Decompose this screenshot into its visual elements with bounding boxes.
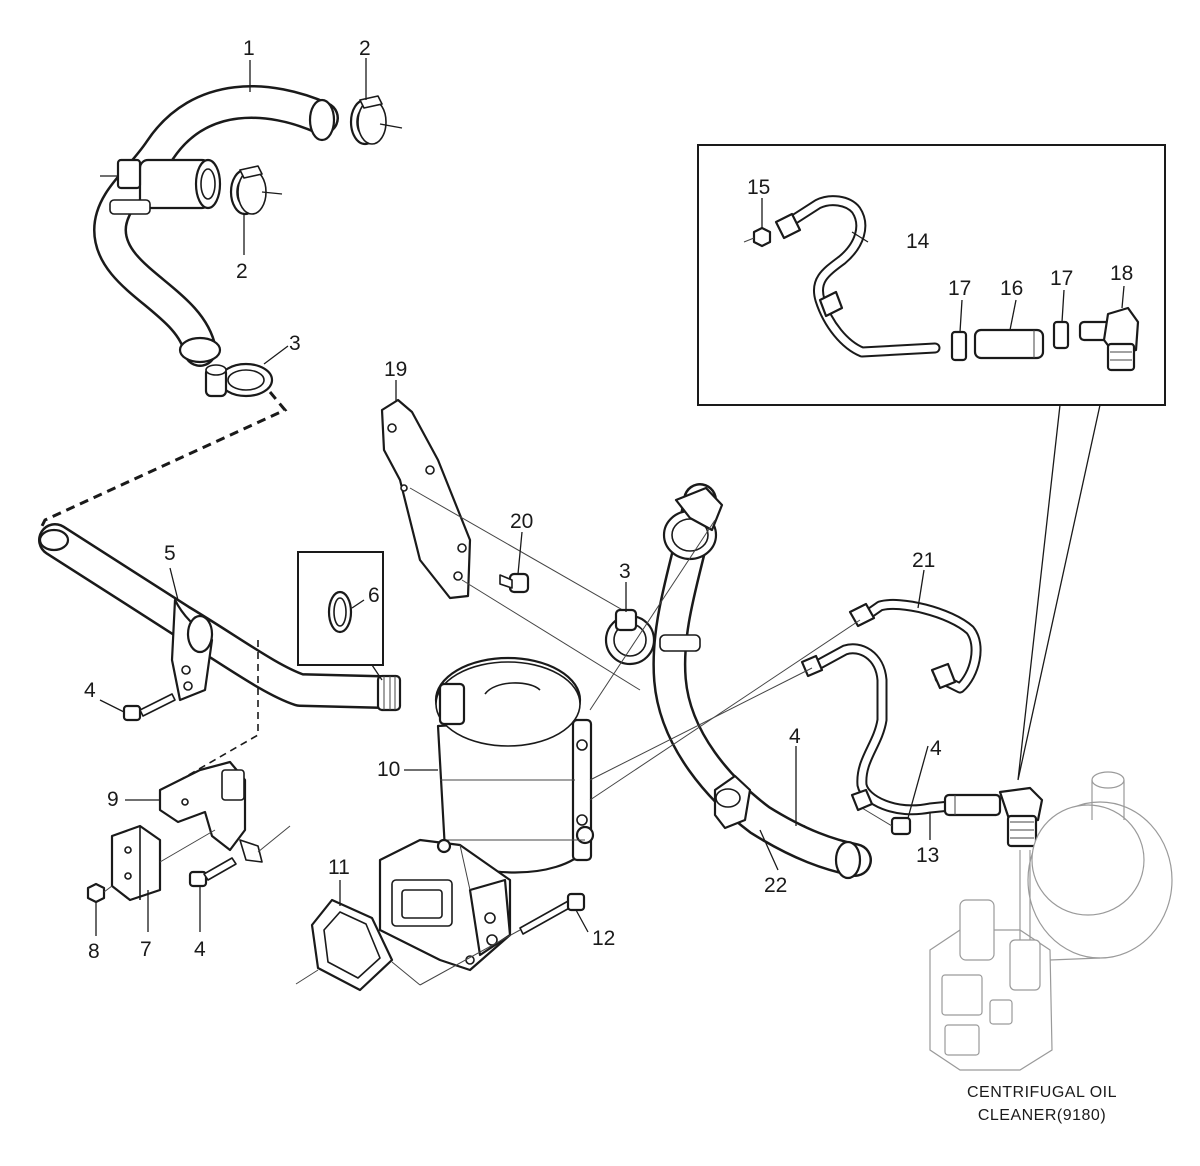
part-18-inset-elbow-fitting	[1078, 306, 1140, 372]
callout-2-upper: 2	[359, 37, 371, 60]
part-4-bolt-right	[861, 807, 912, 836]
callout-labels: 1 2 2 3 5 6 4 9 10 11 8 7 4 12 19 20 3 2…	[84, 37, 1133, 963]
part-1-upper-hose	[93, 85, 339, 367]
callout-13: 13	[916, 844, 939, 867]
detail-inset-box	[697, 144, 1166, 406]
callout-4-right: 4	[930, 737, 942, 760]
callout-1: 1	[243, 37, 255, 60]
callout-15: 15	[747, 176, 770, 199]
callout-3-left: 3	[289, 332, 301, 355]
callout-4-center: 4	[789, 725, 801, 748]
part-6-detail-box	[297, 551, 384, 666]
part-12-long-bolt	[419, 892, 586, 986]
callout-19: 19	[384, 358, 407, 381]
part-17-inset-clip-right	[1052, 320, 1070, 350]
callout-2-lower: 2	[236, 260, 248, 283]
inset-pointer	[1017, 404, 1101, 781]
callout-4-left: 4	[84, 679, 96, 702]
callout-12: 12	[592, 927, 615, 950]
part-3-clamp-right	[604, 608, 656, 666]
part-5-long-pipe	[38, 523, 402, 712]
callout-5: 5	[164, 542, 176, 565]
callout-17-left: 17	[948, 277, 971, 300]
part-15-inset-nut	[743, 226, 772, 248]
centrifugal-oil-cleaner-ghost	[929, 771, 1173, 1071]
part-6-o-ring	[327, 590, 353, 634]
callout-16: 16	[1000, 277, 1023, 300]
callout-11: 11	[328, 856, 350, 879]
callout-22: 22	[764, 874, 787, 897]
caption-line-2: CLEANER(9180)	[978, 1107, 1106, 1124]
callout-leaders	[95, 58, 1125, 936]
callout-21: 21	[912, 549, 935, 572]
part-4-bolt-lower	[188, 857, 237, 888]
callout-18: 18	[1110, 262, 1133, 285]
part-22-long-hose	[589, 483, 872, 880]
callout-9: 9	[107, 788, 119, 811]
part-14-inset-tube	[774, 195, 941, 358]
callout-14: 14	[906, 230, 930, 253]
callout-6: 6	[368, 584, 380, 607]
part-13-oil-line	[589, 643, 1044, 848]
part-2-hose-clamp-upper	[349, 95, 403, 146]
part-9-bracket	[158, 760, 291, 863]
part-10-filter-housing	[378, 656, 595, 972]
part-17-inset-clip-left	[950, 330, 968, 362]
part-21-oil-line	[589, 598, 982, 801]
part-19-bracket-plate	[380, 398, 641, 691]
part-16-inset-hose	[973, 328, 1045, 360]
callout-8: 8	[88, 940, 100, 963]
callout-3-right: 3	[619, 560, 631, 583]
callout-17-right: 17	[1050, 267, 1073, 290]
callout-7: 7	[140, 938, 152, 961]
part-20-bolt	[499, 572, 530, 594]
callout-10: 10	[377, 758, 400, 781]
part-2-hose-clamp-lower	[229, 165, 283, 216]
routing-dashed-line	[40, 391, 288, 527]
part-3-clamp-left	[204, 362, 274, 398]
caption-line-1: CENTRIFUGAL OIL	[967, 1084, 1117, 1101]
callout-4-lower: 4	[194, 938, 206, 961]
part-8-nut	[86, 882, 113, 904]
callout-20: 20	[510, 510, 533, 533]
part-4-bolt-left	[122, 693, 176, 722]
part-11-gasket	[295, 898, 421, 992]
